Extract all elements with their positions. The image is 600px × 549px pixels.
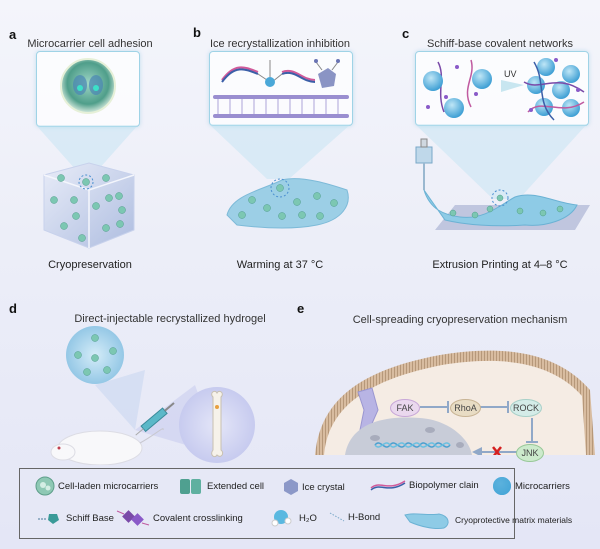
legend-label: H₂O bbox=[299, 512, 317, 524]
legend-item: Biopolymer clain bbox=[370, 478, 479, 492]
injection-illustration bbox=[50, 326, 255, 465]
legend-item: Schiff Base bbox=[37, 511, 114, 525]
cryoprotective-matrix-icon bbox=[404, 513, 449, 529]
ice-inhibition-illustration bbox=[213, 59, 349, 118]
legend-label: Covalent crosslinking bbox=[153, 512, 243, 524]
cell-laden-microcarrier-illustration bbox=[60, 58, 116, 114]
legend-item: Cryoprotective matrix materials bbox=[404, 510, 572, 530]
microcarrier-icon bbox=[493, 477, 511, 495]
legend-label: Cryoprotective matrix materials bbox=[455, 515, 573, 525]
extended-cell-icon bbox=[180, 479, 201, 494]
panel-c-title: Schiff-base covalent networks bbox=[427, 38, 573, 50]
panel-a-title: Microcarrier cell adhesion bbox=[27, 38, 153, 50]
legend-label: H-Bond bbox=[348, 511, 381, 523]
panel-b-label: b bbox=[193, 25, 201, 40]
cell-mechanism-illustration bbox=[315, 350, 595, 455]
ice-crystal-icon bbox=[284, 479, 298, 495]
panel-c-zoom-cone bbox=[415, 124, 587, 199]
water-molecule-icon bbox=[271, 510, 292, 527]
legend-label: Biopolymer clain bbox=[409, 479, 479, 491]
legend-item: H₂O bbox=[270, 509, 317, 527]
node-rock: ROCK bbox=[510, 399, 542, 417]
panel-a-zoom-cone bbox=[36, 125, 138, 170]
panel-b-zoom-box bbox=[209, 51, 353, 126]
legend-item: Ice crystal bbox=[283, 478, 345, 496]
panel-c-zoom-box: UV bbox=[415, 51, 589, 126]
node-fak: FAK bbox=[390, 399, 420, 417]
panel-d-label: d bbox=[9, 301, 17, 316]
panel-c-caption: Extrusion Printing at 4–8 °C bbox=[432, 259, 568, 271]
node-rhoa: RhoA bbox=[450, 399, 481, 417]
hydrogel-warming-illustration bbox=[226, 178, 349, 229]
legend-label: Microcarriers bbox=[515, 480, 570, 492]
legend-label: Cell-laden microcarriers bbox=[58, 480, 159, 492]
legend-label: Schiff Base bbox=[66, 512, 114, 524]
legend-box bbox=[19, 468, 515, 539]
panel-b-zoom-cone bbox=[209, 124, 351, 179]
biopolymer-chain-icon bbox=[370, 480, 406, 491]
panel-a-label: a bbox=[9, 27, 17, 42]
panel-b-caption: Warming at 37 °C bbox=[236, 259, 324, 271]
panel-e-title: Cell-spreading cryopreservation mechanis… bbox=[352, 314, 568, 326]
legend-item: H-Bond bbox=[329, 511, 380, 523]
extrusion-printing-illustration bbox=[415, 138, 590, 230]
schiff-base-network-illustration: UV bbox=[423, 58, 585, 121]
legend-item: Extended cell bbox=[178, 476, 264, 496]
uv-label: UV bbox=[504, 69, 517, 79]
legend-item: Microcarriers bbox=[492, 476, 570, 496]
cell-laden-microcarrier-icon bbox=[35, 476, 55, 496]
legend-item: Cell-laden microcarriers bbox=[35, 476, 158, 496]
legend-item: Covalent crosslinking bbox=[116, 509, 243, 527]
panel-a-zoom-box bbox=[36, 51, 140, 127]
node-jnk: JNK bbox=[516, 444, 544, 462]
legend-label: Ice crystal bbox=[302, 481, 345, 493]
panel-c-label: c bbox=[402, 26, 410, 41]
h-bond-icon bbox=[329, 512, 345, 522]
covalent-crosslinking-icon bbox=[116, 510, 150, 526]
panel-e-label: e bbox=[297, 301, 305, 316]
panel-b-title: Ice recrystallization inhibition bbox=[209, 38, 350, 50]
panel-d-title: Direct-injectable recrystallized hydroge… bbox=[74, 313, 266, 325]
ice-cube-illustration bbox=[43, 162, 135, 249]
panel-a-caption: Cryopreservation bbox=[48, 259, 132, 271]
legend-label: Extended cell bbox=[207, 480, 265, 492]
schiff-base-icon bbox=[38, 514, 59, 524]
